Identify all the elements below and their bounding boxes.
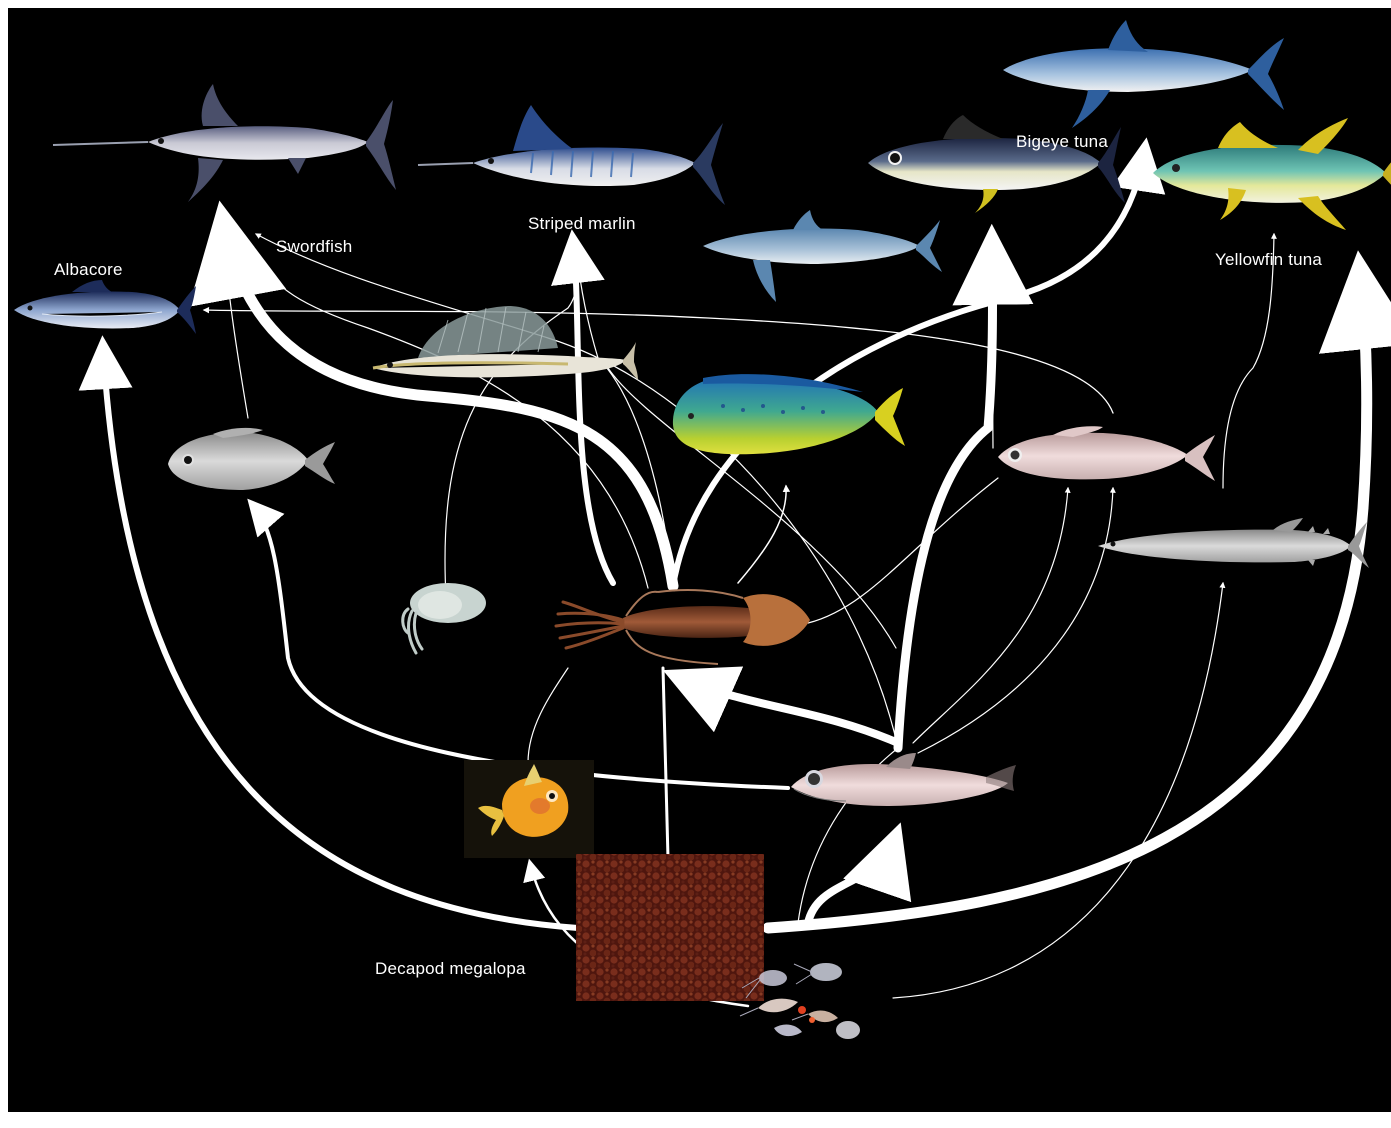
line-larval-to-squid <box>528 668 568 763</box>
label-swordfish: Swordfish <box>276 237 352 257</box>
copepods-illustration <box>576 854 764 1001</box>
lancetfish-illustration <box>373 306 638 380</box>
label-bigeye-tuna: Bigeye tuna <box>1016 132 1108 152</box>
arrow-lanternfish-to-opah-1 <box>913 488 1068 743</box>
yellowfin-tuna-illustration <box>1153 118 1391 230</box>
label-yellowfin-tuna: Yellowfin tuna <box>1215 250 1322 270</box>
arrow-lanternfish-to-squid <box>676 676 898 743</box>
opah-illustration <box>998 426 1215 481</box>
small-octopus-illustration <box>403 583 486 653</box>
swordfish-illustration <box>53 84 396 202</box>
arrow-to-pomfret <box>252 504 788 788</box>
arrow-zooplankton-to-lanternfish <box>808 836 896 923</box>
arrow-to-albacore-thin <box>204 310 1113 413</box>
line-squid-to-mahi <box>808 478 998 623</box>
arrow-squid-to-bigeye-upper <box>673 148 1145 586</box>
striped-marlin-illustration <box>418 105 725 205</box>
line-copepods-to-squid <box>663 668 668 858</box>
arrow-lanternfish-to-opah-2 <box>918 488 1113 753</box>
snake-mackerel-illustration <box>1098 518 1369 568</box>
blue-shark-illustration <box>703 210 942 302</box>
larval-fish-illustration <box>464 760 594 858</box>
food-web-canvas <box>8 8 1391 1112</box>
pomfret-illustration <box>168 428 335 490</box>
lanternfish-illustration <box>791 753 1016 806</box>
arrow-squid-to-mahi <box>738 486 786 583</box>
label-striped-marlin: Striped marlin <box>528 214 636 234</box>
mahi-mahi-illustration <box>673 374 905 454</box>
label-decapod-megalopa: Decapod megalopa <box>375 959 526 979</box>
arrow-squid-to-marlin <box>573 240 613 583</box>
arrow-snake-mackerel-to-yellowfin <box>1223 234 1274 488</box>
albacore-illustration <box>14 280 196 334</box>
bigeye-tuna-illustration <box>868 115 1125 213</box>
arrow-squid-to-swordfish-thin <box>254 248 648 588</box>
arrow-squid-to-swordfish <box>223 220 673 586</box>
squid-illustration <box>556 590 810 664</box>
food-web-diagram: Albacore Swordfish Striped marlin Bigeye… <box>8 8 1391 1112</box>
shortfin-mako-shark-illustration <box>1003 20 1284 128</box>
label-albacore: Albacore <box>54 260 123 280</box>
